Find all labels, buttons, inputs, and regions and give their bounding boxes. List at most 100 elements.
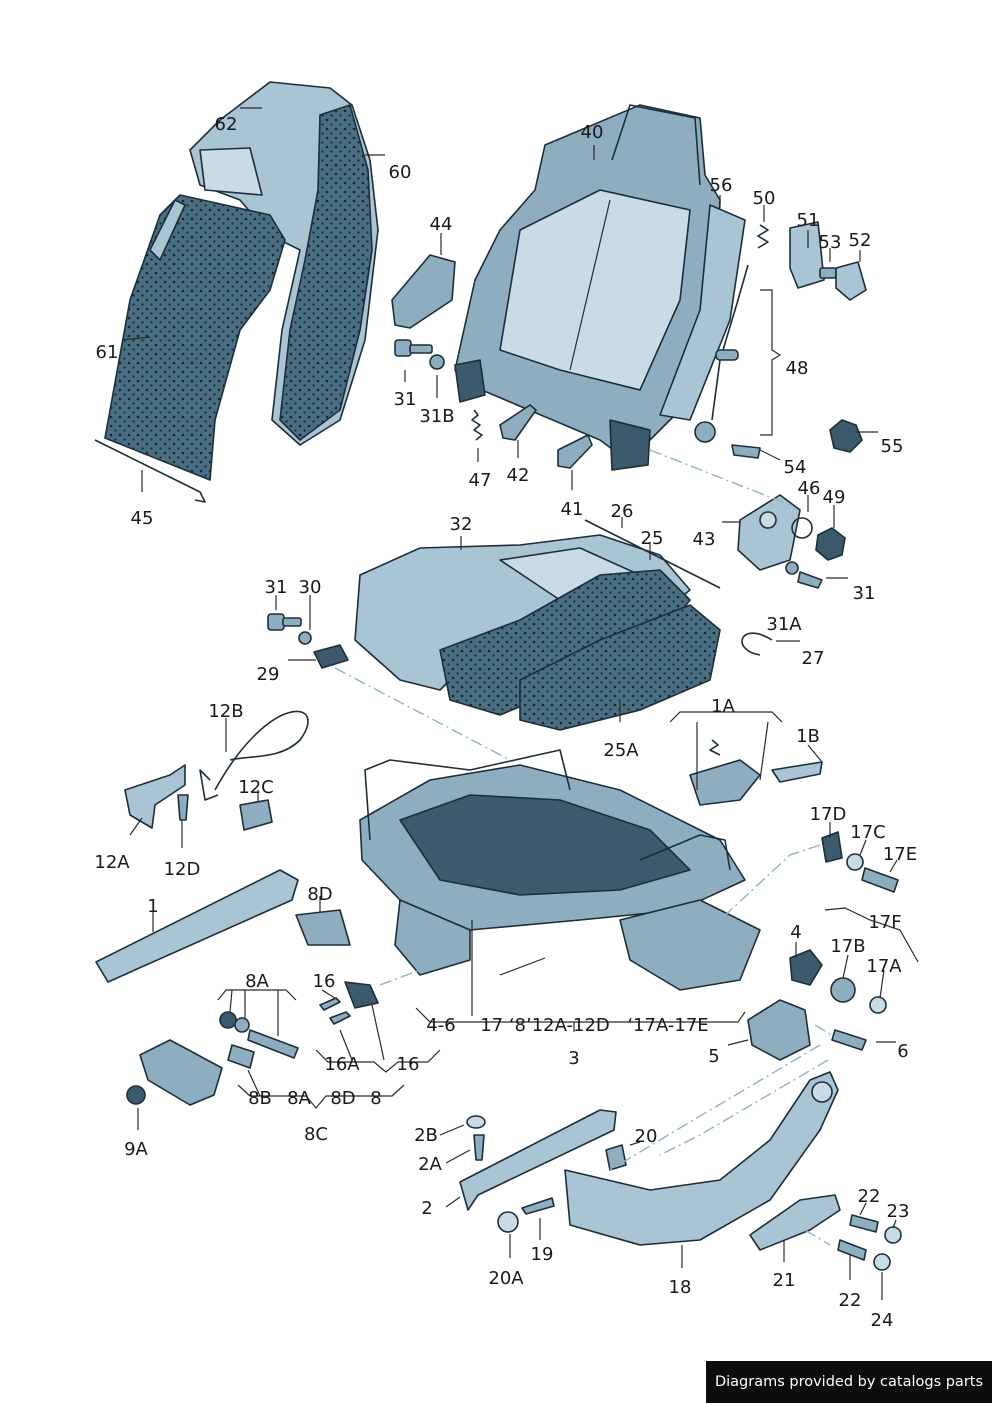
cap-17b-part — [830, 977, 856, 1003]
label-45: 45 — [131, 508, 154, 529]
bolt-17e-part — [861, 867, 899, 893]
label-16: 16 — [313, 971, 336, 992]
label-55: 55 — [881, 436, 904, 457]
label-53: 53 — [819, 232, 842, 253]
label-2b: 2B — [414, 1125, 438, 1146]
screw-12d-part — [177, 794, 189, 821]
label-17a: 17A — [866, 956, 902, 977]
label-17c: 17C — [850, 822, 885, 843]
backrest-foam-part — [104, 194, 286, 481]
label-32: 32 — [450, 514, 473, 535]
label-30: 30 — [299, 577, 322, 598]
handle-12a-part — [124, 764, 186, 829]
side-trim-18-part — [564, 1071, 839, 1246]
cap-24-part — [873, 1253, 891, 1271]
spring-47-part — [471, 409, 483, 441]
bush-17a-part — [869, 996, 887, 1014]
label-5: 5 — [708, 1046, 719, 1067]
bracket-8d-part — [295, 909, 351, 946]
assembly-lines — [334, 449, 841, 1246]
label-27: 27 — [802, 648, 825, 669]
label-51: 51 — [797, 210, 820, 231]
label-6: 6 — [897, 1041, 908, 1062]
label-17e: 17E — [883, 844, 917, 865]
label-23: 23 — [887, 1201, 910, 1222]
label-8c: 8C — [304, 1124, 328, 1145]
bracket-41-part — [557, 434, 593, 469]
label-25: 25 — [641, 528, 664, 549]
label-47: 47 — [469, 470, 492, 491]
label-31-upper: 31 — [394, 389, 417, 410]
trim-1-part — [95, 869, 299, 983]
knob-49-part — [815, 527, 846, 561]
label-17-8-12a-12d: 17 ‘8’12A-12D — [480, 1015, 610, 1036]
label-18: 18 — [669, 1277, 692, 1298]
label-8a-lower: 8A — [287, 1088, 311, 1109]
clip-12c-part — [239, 799, 273, 831]
clip-29-part — [313, 644, 349, 669]
cover-plate-44-part — [391, 254, 456, 329]
label-4-6: 4-6 — [426, 1015, 455, 1036]
label-26: 26 — [611, 501, 634, 522]
label-43: 43 — [693, 529, 716, 550]
bracket-17d-part — [821, 831, 843, 863]
label-41: 41 — [561, 499, 584, 520]
label-8b: 8B — [248, 1088, 272, 1109]
bracket-42-part — [499, 404, 537, 441]
screw-19-part — [521, 1197, 555, 1215]
label-2a: 2A — [418, 1154, 442, 1175]
label-12d: 12D — [164, 859, 201, 880]
label-40: 40 — [581, 122, 604, 143]
label-52: 52 — [849, 230, 872, 251]
seat-frame-part — [359, 749, 761, 991]
label-46: 46 — [798, 478, 821, 499]
label-17d: 17D — [810, 804, 847, 825]
label-2: 2 — [421, 1198, 432, 1219]
clip-16-part — [344, 981, 379, 1009]
label-42: 42 — [507, 465, 530, 486]
bolt-31-upper-part — [394, 339, 433, 357]
seat-cushion-foam-part — [439, 569, 721, 731]
label-22-lower: 22 — [839, 1290, 862, 1311]
cable-48-part — [694, 264, 761, 459]
cap-20a-part — [497, 1211, 519, 1233]
knob-55-part — [829, 419, 863, 453]
backrest-frame-part — [454, 104, 721, 471]
label-8a: 8A — [245, 971, 269, 992]
label-16-lower: 16 — [397, 1054, 420, 1075]
label-8: 8 — [370, 1088, 381, 1109]
label-60: 60 — [389, 162, 412, 183]
label-31a: 31A — [766, 614, 802, 635]
nut-8a-part — [219, 1011, 250, 1033]
screw-2a-part — [473, 1134, 485, 1161]
label-9a: 9A — [124, 1139, 148, 1160]
label-29: 29 — [257, 664, 280, 685]
label-3: 3 — [568, 1048, 579, 1069]
label-17a-17e: ‘17A-17E — [627, 1015, 708, 1036]
label-8d: 8D — [307, 884, 332, 905]
label-25a: 25A — [603, 740, 639, 761]
label-61: 61 — [96, 342, 119, 363]
knob-4-part — [789, 949, 823, 986]
washer-30-part — [298, 631, 312, 645]
clip-27-part — [741, 632, 773, 656]
label-1: 1 — [147, 896, 158, 917]
label-12a: 12A — [94, 852, 130, 873]
trim-2-part — [459, 1109, 617, 1211]
label-19: 19 — [531, 1244, 554, 1265]
label-24: 24 — [871, 1310, 894, 1331]
bolt-8-part — [247, 1029, 299, 1059]
screw-22-upper-part — [849, 1214, 879, 1233]
leader-lines — [121, 107, 919, 1300]
backrest-cover-part — [189, 81, 379, 446]
label-12b: 12B — [208, 701, 243, 722]
knob-52-part — [835, 261, 867, 301]
pin-53-part — [819, 267, 837, 279]
part-labels: 62 60 61 45 44 31 31B 47 42 41 40 56 50 … — [94, 114, 917, 1331]
label-49: 49 — [823, 487, 846, 508]
label-54: 54 — [784, 457, 807, 478]
mechanism-1a-part — [689, 739, 761, 806]
label-16a: 16A — [324, 1054, 360, 1075]
ring-46-part — [791, 517, 813, 539]
